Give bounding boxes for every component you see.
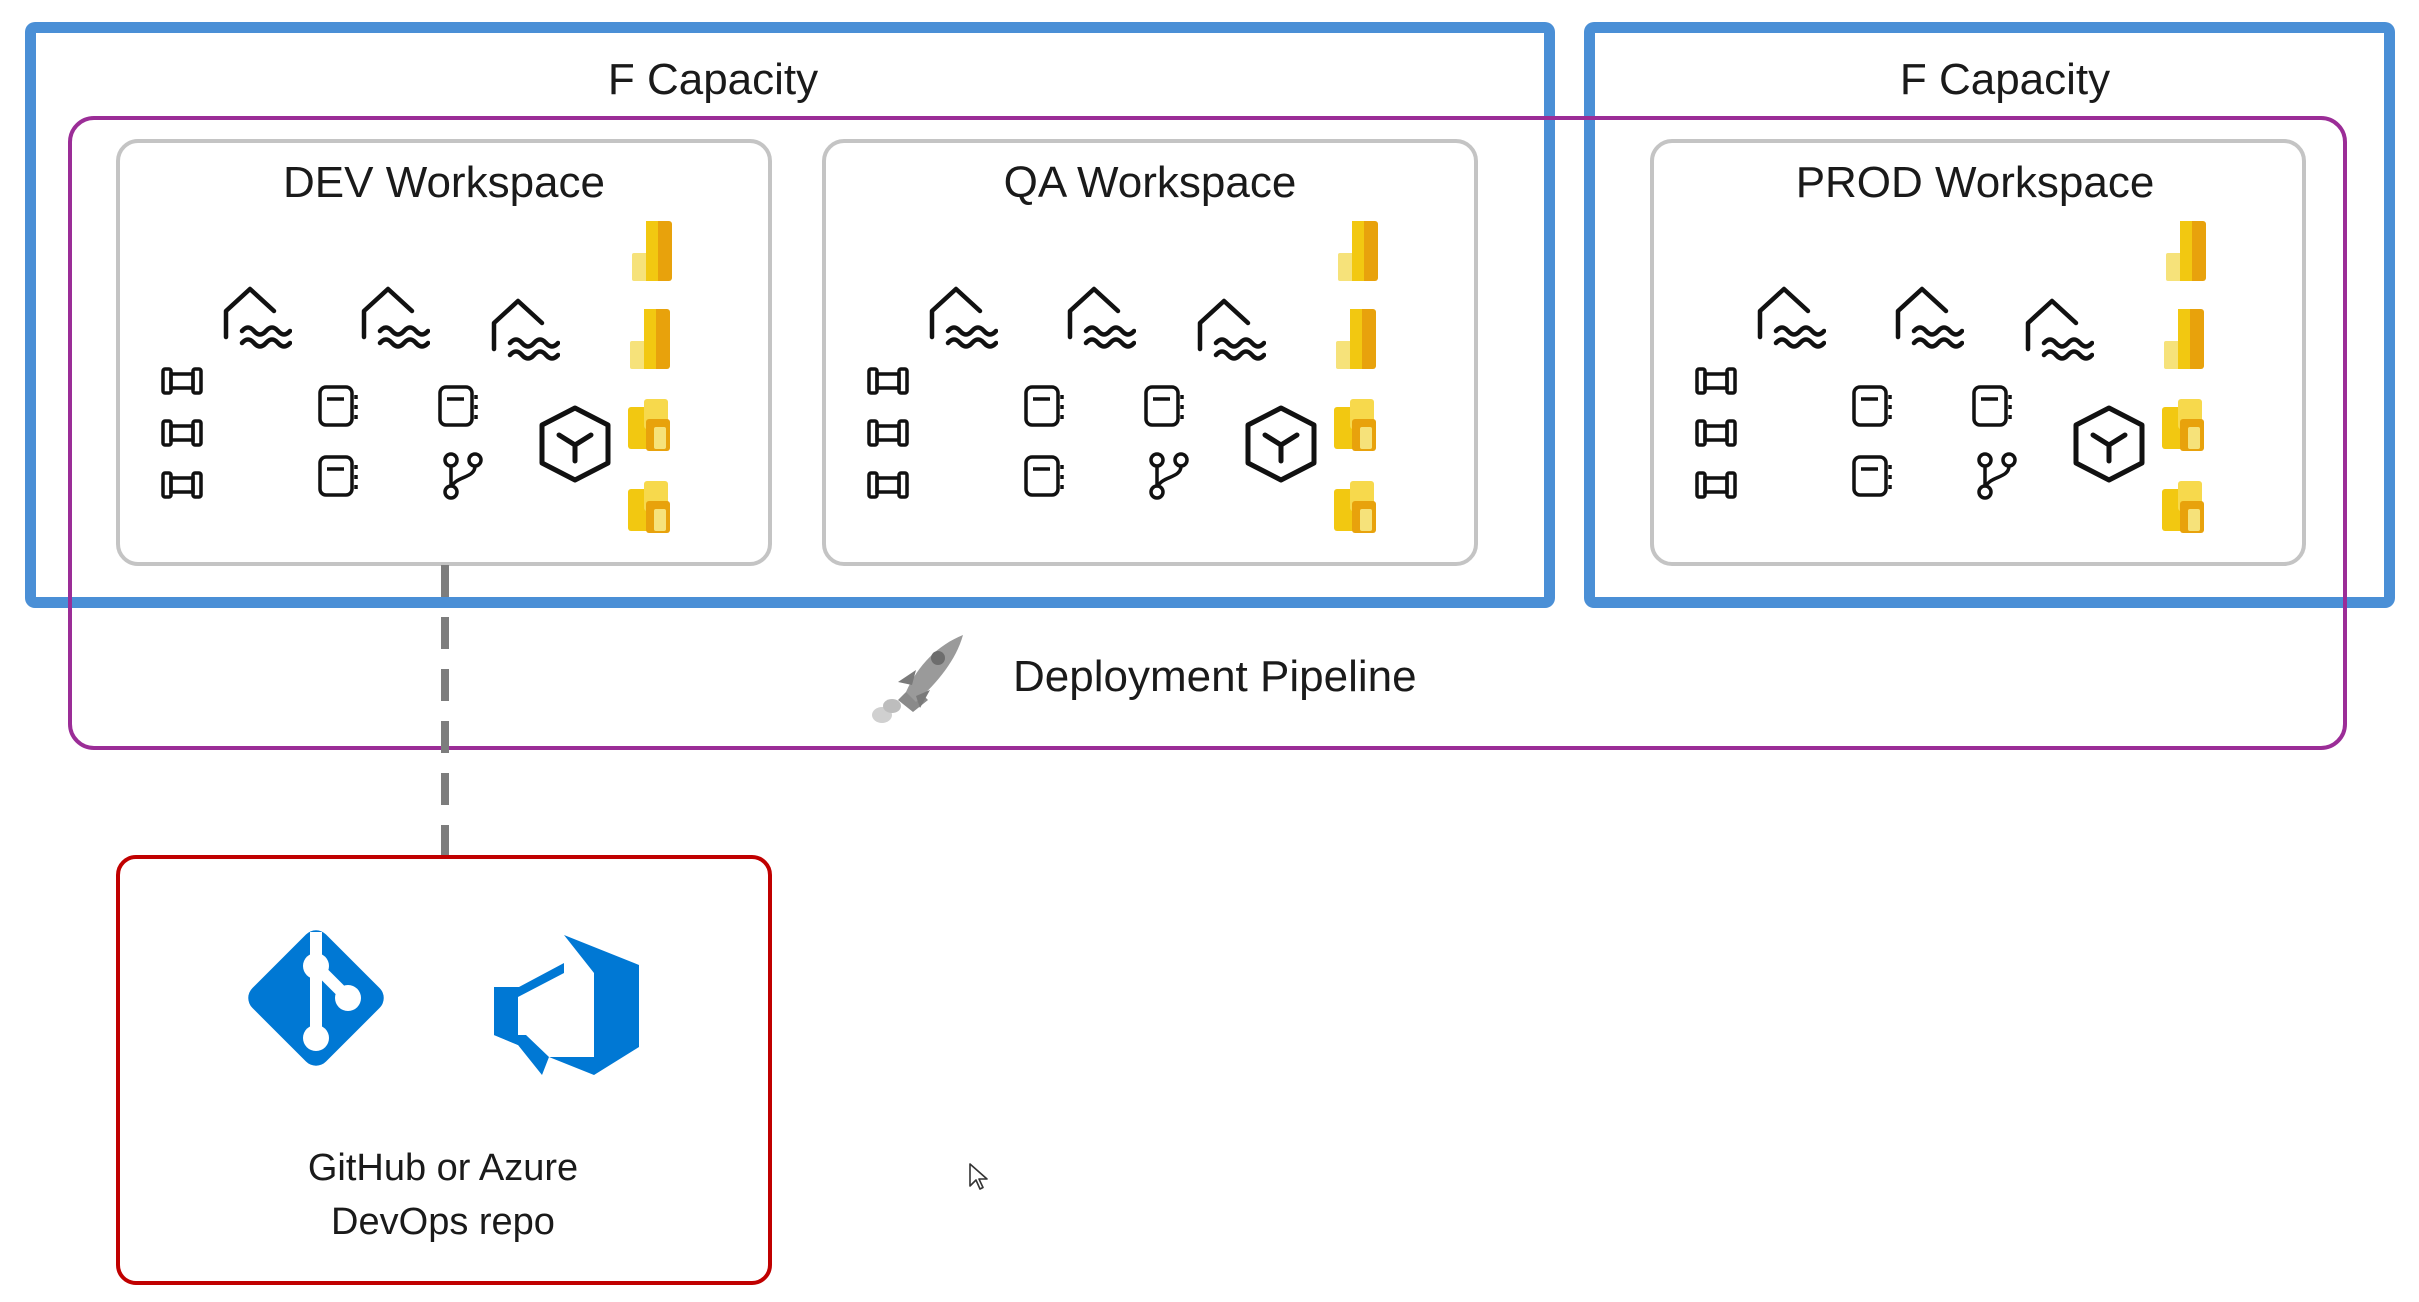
lakehouse-icon (1754, 281, 1826, 353)
capacity-box-2 (1584, 22, 2395, 608)
mouse-cursor-icon (968, 1162, 990, 1192)
lakehouse-icon (1064, 281, 1136, 353)
data-pipeline-icon (866, 418, 910, 448)
deployment-pipeline-label: Deployment Pipeline (1013, 652, 1417, 701)
notebook-icon (316, 453, 360, 499)
lakehouse-icon (2022, 293, 2094, 365)
branch-icon (1975, 452, 2019, 500)
qa-workspace (822, 139, 1478, 566)
data-pipeline-icon (1694, 470, 1738, 500)
data-pipeline-icon (160, 418, 204, 448)
semantic-model-icon (2068, 403, 2150, 485)
notebook-icon (316, 383, 360, 429)
capacity-box-1 (25, 22, 1555, 608)
notebook-icon (436, 383, 480, 429)
semantic-model-icon (534, 403, 616, 485)
notebook-icon (1850, 453, 1894, 499)
report-icon (1334, 219, 1382, 283)
report-icon (1332, 307, 1380, 371)
lakehouse-icon (1892, 281, 1964, 353)
data-pipeline-icon (1694, 366, 1738, 396)
report-icon (626, 307, 674, 371)
workspace-title-qa: QA Workspace (1003, 158, 1297, 207)
capacity-title-1: F Capacity (607, 55, 819, 104)
dashboard-icon (2158, 397, 2208, 453)
notebook-icon (1022, 453, 1066, 499)
notebook-icon (1142, 383, 1186, 429)
workspace-title-prod: PROD Workspace (1795, 158, 2155, 207)
dev-workspace (116, 139, 772, 566)
lakehouse-icon (220, 281, 292, 353)
lakehouse-icon (488, 293, 560, 365)
lakehouse-icon (1194, 293, 1266, 365)
dashboard-icon (1330, 397, 1380, 453)
dashboard-icon (1330, 479, 1380, 535)
rocket-icon (868, 630, 968, 725)
repo-label-line1: GitHub or Azure (307, 1147, 579, 1189)
data-pipeline-icon (160, 470, 204, 500)
report-icon (2162, 219, 2210, 283)
report-icon (2160, 307, 2208, 371)
repo-label-line2: DevOps repo (331, 1201, 555, 1243)
lakehouse-icon (358, 281, 430, 353)
git-icon (236, 918, 396, 1078)
notebook-icon (1850, 383, 1894, 429)
branch-icon (441, 452, 485, 500)
repo-box (116, 855, 772, 1285)
data-pipeline-icon (866, 366, 910, 396)
lakehouse-icon (926, 281, 998, 353)
deployment-pipeline-box (68, 116, 2347, 750)
workspace-title-dev: DEV Workspace (283, 158, 605, 207)
notebook-icon (1022, 383, 1066, 429)
notebook-icon (1970, 383, 2014, 429)
dashboard-icon (2158, 479, 2208, 535)
dashboard-icon (624, 397, 674, 453)
data-pipeline-icon (160, 366, 204, 396)
git-connection-dashed-line (441, 565, 449, 855)
report-icon (628, 219, 676, 283)
data-pipeline-icon (1694, 418, 1738, 448)
semantic-model-icon (1240, 403, 1322, 485)
data-pipeline-icon (866, 470, 910, 500)
prod-workspace (1650, 139, 2306, 566)
dashboard-icon (624, 479, 674, 535)
capacity-title-2: F Capacity (1899, 55, 2111, 104)
azure-devops-icon (494, 935, 639, 1075)
branch-icon (1147, 452, 1191, 500)
